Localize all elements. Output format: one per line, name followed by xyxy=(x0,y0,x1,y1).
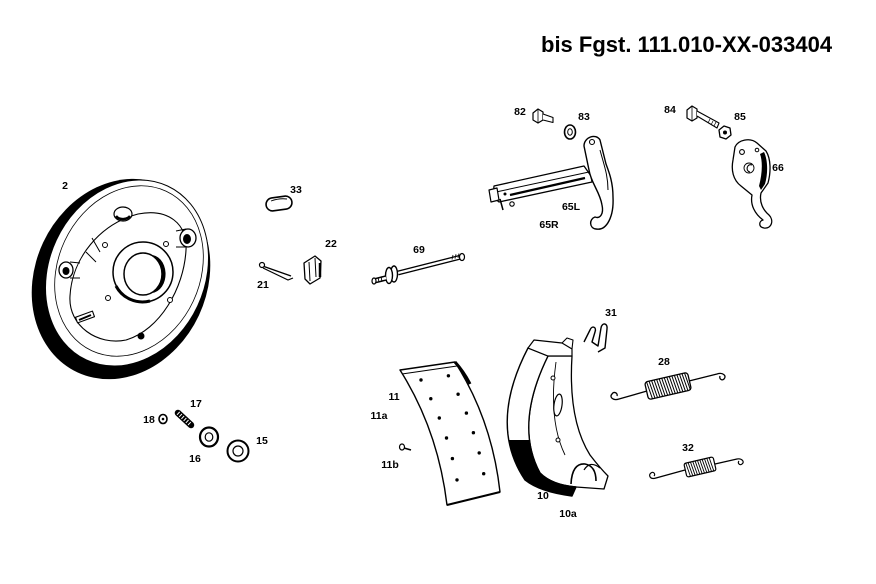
pin-21 xyxy=(258,261,294,281)
callout-65l: 65L xyxy=(562,201,581,213)
callout-66: 66 xyxy=(772,162,784,174)
callout-labels: 2 33 22 21 69 82 83 84 85 66 65L 65R 31 … xyxy=(62,104,784,520)
callout-69: 69 xyxy=(413,244,425,256)
callout-31: 31 xyxy=(605,307,617,319)
bolt-84 xyxy=(686,105,720,129)
callout-10a: 10a xyxy=(559,508,577,520)
callout-28: 28 xyxy=(658,356,670,368)
spring-clip-31 xyxy=(583,323,608,353)
coil-spring-32 xyxy=(649,456,744,480)
callout-65r: 65R xyxy=(539,219,559,231)
bracket-66 xyxy=(731,139,773,229)
callout-84: 84 xyxy=(664,104,676,116)
washer-15 xyxy=(226,439,250,463)
nut-85 xyxy=(718,125,732,140)
callout-85: 85 xyxy=(734,111,746,123)
callout-83: 83 xyxy=(578,111,590,123)
callout-32: 32 xyxy=(682,442,694,454)
bolt-82 xyxy=(532,108,554,124)
callout-11a: 11a xyxy=(371,410,388,422)
callout-22: 22 xyxy=(325,238,337,250)
rivet-11b xyxy=(398,443,412,451)
callout-21: 21 xyxy=(257,279,269,291)
brake-shoe xyxy=(506,337,609,497)
callout-17: 17 xyxy=(190,398,202,410)
callout-16: 16 xyxy=(189,453,201,465)
spring-17 xyxy=(174,409,195,429)
callout-82: 82 xyxy=(514,106,526,118)
washer-18 xyxy=(158,413,168,425)
lever-65 xyxy=(488,135,614,230)
callout-33: 33 xyxy=(290,184,302,196)
plug-33 xyxy=(265,195,293,212)
clip-22 xyxy=(303,255,322,285)
callout-10: 10 xyxy=(537,490,549,502)
coil-spring-28 xyxy=(610,372,726,401)
backing-plate xyxy=(31,178,211,380)
washer-83 xyxy=(563,124,577,140)
lining-rivet-holes xyxy=(419,374,486,482)
callout-11b: 11b xyxy=(381,459,399,471)
brake-lining xyxy=(399,360,501,506)
callout-11: 11 xyxy=(388,391,399,403)
callout-15: 15 xyxy=(256,435,268,447)
callout-18: 18 xyxy=(143,414,155,426)
callout-2: 2 xyxy=(62,180,68,192)
washer-16 xyxy=(198,426,220,448)
rod-69 xyxy=(371,252,466,285)
page-title: bis Fgst. 111.010-XX-033404 xyxy=(541,32,833,57)
